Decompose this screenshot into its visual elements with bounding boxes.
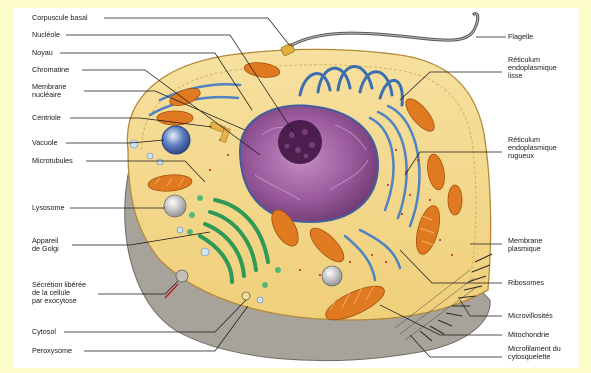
label-membrane-plasmique-line: plasmique xyxy=(508,244,541,253)
label-rer-line: rugueux xyxy=(508,151,534,160)
label-peroxysome-line: Peroxysome xyxy=(32,346,72,355)
label-golgi-line: de Golgi xyxy=(32,244,59,253)
label-chromatine: Chromatine xyxy=(32,65,69,74)
label-rer: Réticulumendoplasmiquerugueux xyxy=(508,135,557,160)
flagellum-highlight xyxy=(292,14,478,45)
label-flagelle: Flagelle xyxy=(508,32,533,41)
label-secretion-line: par exocytose xyxy=(32,296,77,305)
peroxysome xyxy=(242,292,250,300)
label-microtubules: Microtubules xyxy=(32,156,73,165)
vacuole xyxy=(162,126,190,154)
label-rel-line: lisse xyxy=(508,71,522,80)
lysosome-2 xyxy=(322,266,342,286)
label-centriole: Centriole xyxy=(32,113,61,122)
labels-right: FlagelleRéticulumendoplasmiquelisseRétic… xyxy=(508,32,561,361)
label-mitochondrie-line: Mitochondrie xyxy=(508,330,549,339)
label-corpuscule: Corpuscule basal xyxy=(32,13,88,22)
label-secretion: Sécrétion libéréede la cellulepar exocyt… xyxy=(32,280,86,305)
label-nucleole: Nucléole xyxy=(32,30,60,39)
label-microfilament: Microfilament ducytosquelette xyxy=(508,344,561,361)
label-ribosomes-line: Ribosomes xyxy=(508,278,544,287)
label-microfilament-line: cytosquelette xyxy=(508,352,550,361)
label-microvillosites-line: Microvillosités xyxy=(508,311,553,320)
label-corpuscule-line: Corpuscule basal xyxy=(32,13,88,22)
label-centriole-line: Centriole xyxy=(32,113,61,122)
labels-left: Corpuscule basalNucléoleNoyauChromatineM… xyxy=(32,13,88,355)
label-membrane-nucleaire: Membranenucléaire xyxy=(32,82,66,99)
label-cytosol: Cytosol xyxy=(32,327,56,336)
label-peroxysome: Peroxysome xyxy=(32,346,72,355)
label-golgi: Appareilde Golgi xyxy=(32,236,59,253)
label-cytosol-line: Cytosol xyxy=(32,327,56,336)
label-nucleole-line: Nucléole xyxy=(32,30,60,39)
label-vacuole-line: Vacuole xyxy=(32,138,57,147)
lysosome xyxy=(164,195,186,217)
label-membrane-plasmique: Membraneplasmique xyxy=(508,236,542,253)
label-rel: Réticulumendoplasmiquelisse xyxy=(508,55,557,80)
label-noyau-line: Noyau xyxy=(32,48,53,57)
label-noyau: Noyau xyxy=(32,48,53,57)
nucleolus xyxy=(278,120,322,164)
label-flagelle-line: Flagelle xyxy=(508,32,533,41)
label-lysosome: Lysosome xyxy=(32,203,65,212)
label-chromatine-line: Chromatine xyxy=(32,65,69,74)
label-membrane-nucleaire-line: nucléaire xyxy=(32,90,61,99)
label-microvillosites: Microvillosités xyxy=(508,311,553,320)
secretion-vesicle xyxy=(176,270,188,282)
label-microtubules-line: Microtubules xyxy=(32,156,73,165)
label-mitochondrie: Mitochondrie xyxy=(508,330,549,339)
label-lysosome-line: Lysosome xyxy=(32,203,65,212)
label-ribosomes: Ribosomes xyxy=(508,278,544,287)
label-vacuole: Vacuole xyxy=(32,138,57,147)
